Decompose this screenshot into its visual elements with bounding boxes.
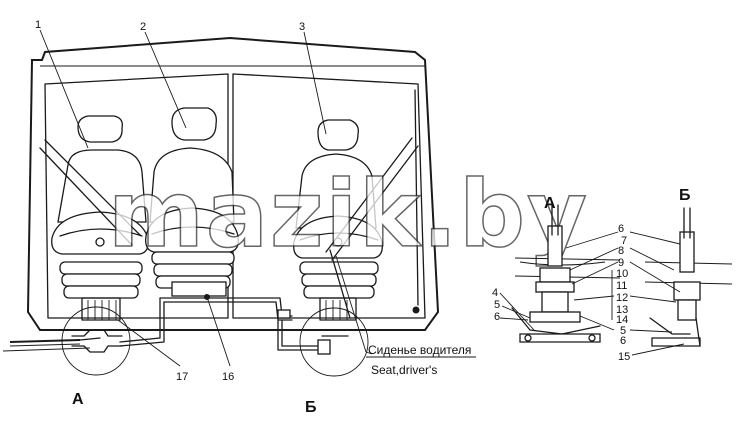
detail-label-a: А (72, 391, 84, 408)
callout-17: 17 (176, 371, 188, 383)
callout-10: 10 (616, 268, 628, 280)
detail-view-a (511, 204, 621, 343)
callout-7: 7 (621, 235, 627, 247)
air-hose-lines (119, 281, 331, 355)
callout-1: 1 (35, 19, 41, 31)
callout-numbers: 1 2 3 4 5 6 6 7 8 9 10 11 12 13 14 5 6 1… (35, 19, 630, 383)
seat-driver (293, 119, 419, 321)
callout-12: 12 (616, 292, 628, 304)
detail-circle-a (61, 306, 131, 376)
caption-ru: Сиденье водителя (368, 343, 471, 357)
callout-9: 9 (618, 257, 624, 269)
seat-passenger-left (39, 115, 149, 321)
caption-en: Seat,driver's (371, 363, 437, 377)
seat-passenger-middle (145, 107, 239, 289)
callout-2: 2 (140, 21, 146, 33)
detail-label-b: Б (305, 399, 317, 416)
callout-16: 16 (222, 371, 234, 383)
detail-view-b (644, 207, 733, 347)
callout-13: 13 (616, 304, 628, 316)
callout-4: 4 (492, 287, 498, 299)
callout-5-a: 5 (494, 299, 500, 311)
callout-5-b: 5 (620, 325, 626, 337)
detail-title-b: Б (679, 187, 691, 204)
callout-6-c: 6 (620, 335, 626, 347)
callout-6-a: 6 (494, 311, 500, 323)
callout-15: 15 (618, 351, 630, 363)
callout-3: 3 (299, 21, 305, 33)
callout-8: 8 (618, 245, 624, 257)
detail-circle-b (299, 307, 369, 377)
callout-11: 11 (616, 280, 627, 292)
leader-lines (39, 29, 685, 367)
detail-title-a: А (544, 195, 556, 212)
callout-14: 14 (616, 314, 628, 326)
cab-frame (2, 36, 440, 352)
watermark-text: mazik.by (108, 161, 589, 268)
callout-6-b: 6 (618, 223, 624, 235)
